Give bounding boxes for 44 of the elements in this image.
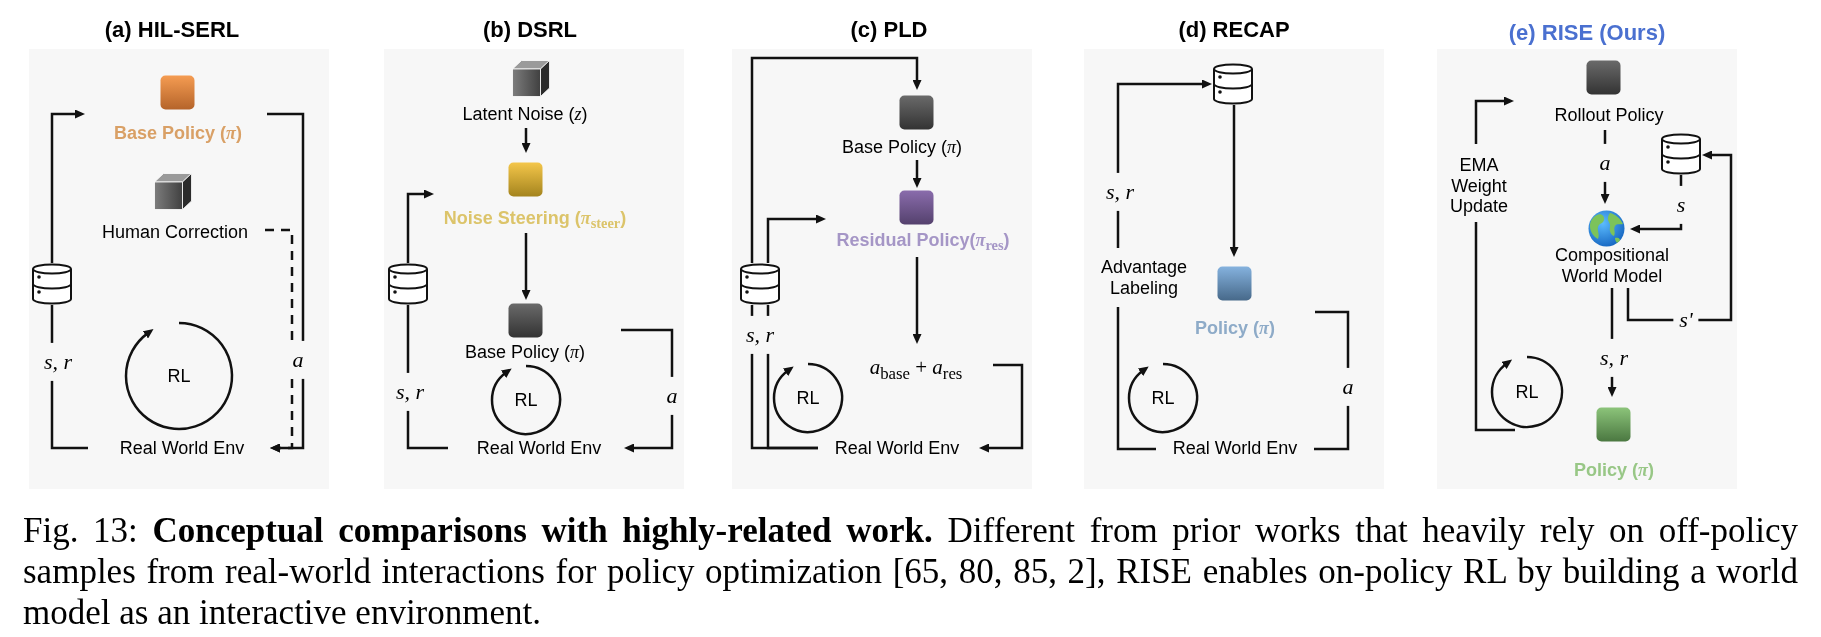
arrow (912, 257, 922, 344)
arrow (521, 233, 531, 300)
node-label: Latent Noise (z) (462, 103, 588, 125)
node-label: Real World Env (1172, 437, 1298, 459)
arrow (50, 109, 85, 263)
arrow (521, 128, 531, 153)
node-label: Base Policy (π) (114, 122, 242, 144)
arrow (750, 56, 922, 263)
node-label: Human Correction (101, 221, 249, 243)
panel-title: (b) DSRL (482, 17, 578, 43)
node-label: Residual Policy(π$_{res}$) (836, 229, 1010, 251)
node-label: RL (514, 389, 538, 411)
node-label: Policy (π) (1574, 459, 1654, 481)
arrow (406, 189, 434, 263)
panel-title: (c) PLD (850, 17, 928, 43)
node-label: RL (1151, 387, 1175, 409)
dashed-arrow (265, 228, 294, 453)
arrow (1229, 105, 1239, 257)
arrow (766, 214, 826, 263)
arrow (1626, 150, 1733, 322)
node-label: Policy (π) (1195, 317, 1275, 339)
panel-title: (a) HIL-SERL (104, 17, 240, 43)
node-label: Advantage Labeling (1100, 257, 1188, 299)
node-label: Rollout Policy (1554, 104, 1664, 126)
connector-line (1474, 222, 1515, 432)
node-label: Base Policy (π) (464, 341, 586, 363)
panel-title: (d) RECAP (1178, 17, 1290, 43)
node-label: RL (796, 387, 820, 409)
node-label: Real World Env (834, 437, 960, 459)
node-label: a$_{base}$ + a$_{res}$ (869, 354, 963, 380)
node-label: RL (1515, 381, 1539, 403)
node-label: Real World Env (476, 437, 602, 459)
arrow (1474, 96, 1514, 144)
node-label: Compositional World Model (1554, 245, 1670, 287)
node-label: Noise Steering (π$_{steer}$) (443, 207, 627, 229)
arrow (979, 363, 1024, 453)
node-label: EMA Weight Update (1450, 154, 1508, 218)
node-label: RL (167, 365, 191, 387)
panel-title: (e) RISE (Ours) (1508, 20, 1666, 46)
figure-caption: Fig. 13: Conceptual comparisons with highly-related work. Different from prior works that heavily rely on off-policy samples from real-world interactions for policy optimization [65, 80, 85, 2], RISE enables on-policy RL by building a world model as an interactive environment. (23, 510, 1798, 633)
node-label: Base Policy (π) (841, 136, 963, 158)
connector-line (1116, 307, 1156, 451)
arrow (912, 160, 922, 188)
node-label: Real World Env (119, 437, 245, 459)
